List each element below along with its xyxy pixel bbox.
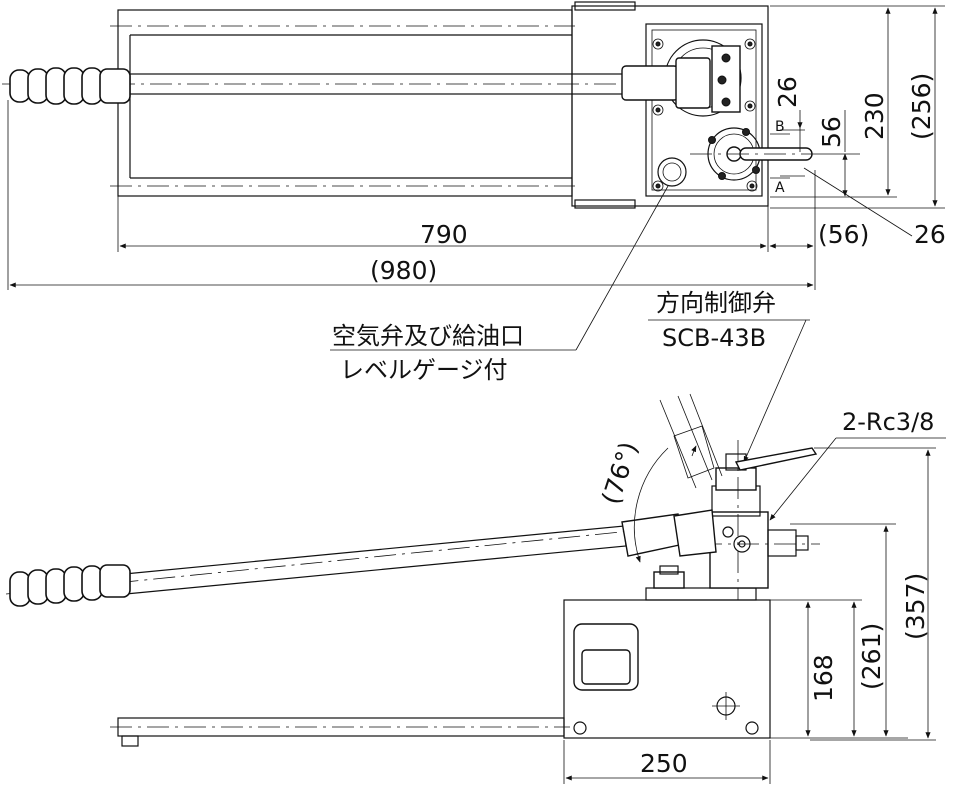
port-label-a: A [775, 180, 785, 196]
side-view: (76°) 168 (261) (357) 250 [5, 393, 936, 784]
plan-handle-grip [9, 67, 131, 105]
breather-label-line2: レベルゲージ付 [340, 356, 508, 384]
dim-230: 230 [860, 92, 889, 140]
side-handle-grip [9, 564, 131, 607]
dim-790: 790 [420, 220, 468, 249]
dim-angle: (76°) [596, 438, 643, 508]
plan-breather-port [657, 157, 687, 187]
dim-261: (261) [857, 623, 886, 690]
plan-base-frame [117, 9, 573, 197]
dim-56-width: (56) [818, 220, 869, 249]
dim-250: 250 [640, 749, 688, 778]
side-pump-body [709, 511, 769, 589]
dim-357: (357) [901, 573, 930, 640]
valve-name-label: 方向制御弁 [656, 289, 776, 317]
dim-26-right: 26 [914, 220, 946, 249]
side-valve-lever [734, 447, 818, 471]
dim-256: (256) [907, 73, 936, 140]
plan-view: 790 (980) (56) 230 (256) 26 56 26 B A [2, 1, 946, 290]
port-spec-label: 2-Rc3/8 [842, 408, 934, 436]
dim-56-spacing: 56 [817, 116, 846, 148]
port-label-b: B [775, 119, 785, 135]
plan-valve-plate [645, 23, 763, 197]
dim-26-top: 26 [773, 76, 802, 108]
valve-callout: 方向制御弁 SCB-43B [648, 289, 810, 463]
port-spec-callout: 2-Rc3/8 [769, 408, 946, 521]
plan-reservoir [571, 5, 769, 207]
dim-168: 168 [809, 654, 838, 702]
side-directional-valve [715, 467, 757, 491]
dim-980: (980) [370, 256, 437, 285]
valve-model-label: SCB-43B [662, 324, 766, 352]
breather-label-line1: 空気弁及び給油口 [332, 322, 524, 350]
breather-callout: 空気弁及び給油口 レベルゲージ付 [330, 185, 669, 384]
